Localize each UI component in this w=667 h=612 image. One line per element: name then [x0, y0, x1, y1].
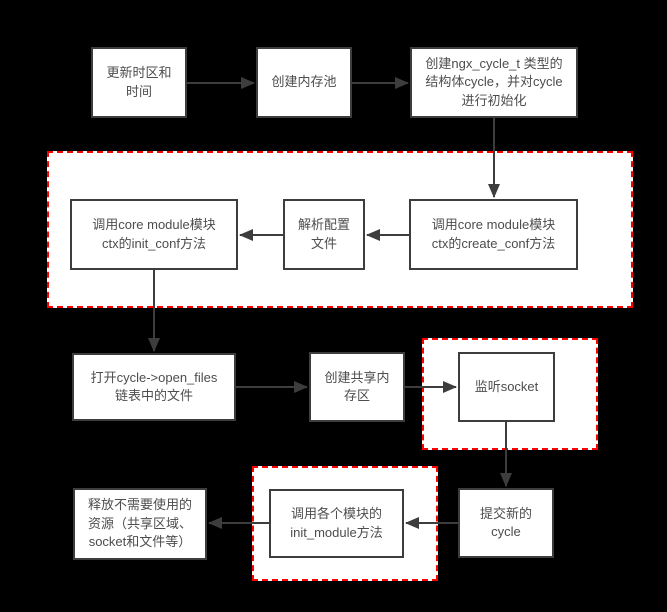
- node-release-resources: 释放不需要使用的 资源（共享区域、 socket和文件等）: [73, 488, 207, 560]
- node-create-shared-memory: 创建共享内 存区: [309, 352, 405, 422]
- node-listen-socket: 监听socket: [458, 352, 555, 422]
- node-create-cycle-struct: 创建ngx_cycle_t 类型的 结构体cycle，并对cycle 进行初始化: [410, 47, 578, 118]
- node-commit-new-cycle: 提交新的 cycle: [458, 488, 554, 558]
- node-call-init-module: 调用各个模块的 init_module方法: [269, 489, 404, 558]
- node-parse-config: 解析配置 文件: [283, 199, 365, 270]
- node-call-init-conf: 调用core module模块 ctx的init_conf方法: [70, 199, 238, 270]
- node-open-files: 打开cycle->open_files 链表中的文件: [72, 353, 236, 421]
- node-call-create-conf: 调用core module模块 ctx的create_conf方法: [409, 199, 578, 270]
- node-update-timezone: 更新时区和 时间: [91, 47, 187, 118]
- node-create-memory-pool: 创建内存池: [256, 47, 352, 118]
